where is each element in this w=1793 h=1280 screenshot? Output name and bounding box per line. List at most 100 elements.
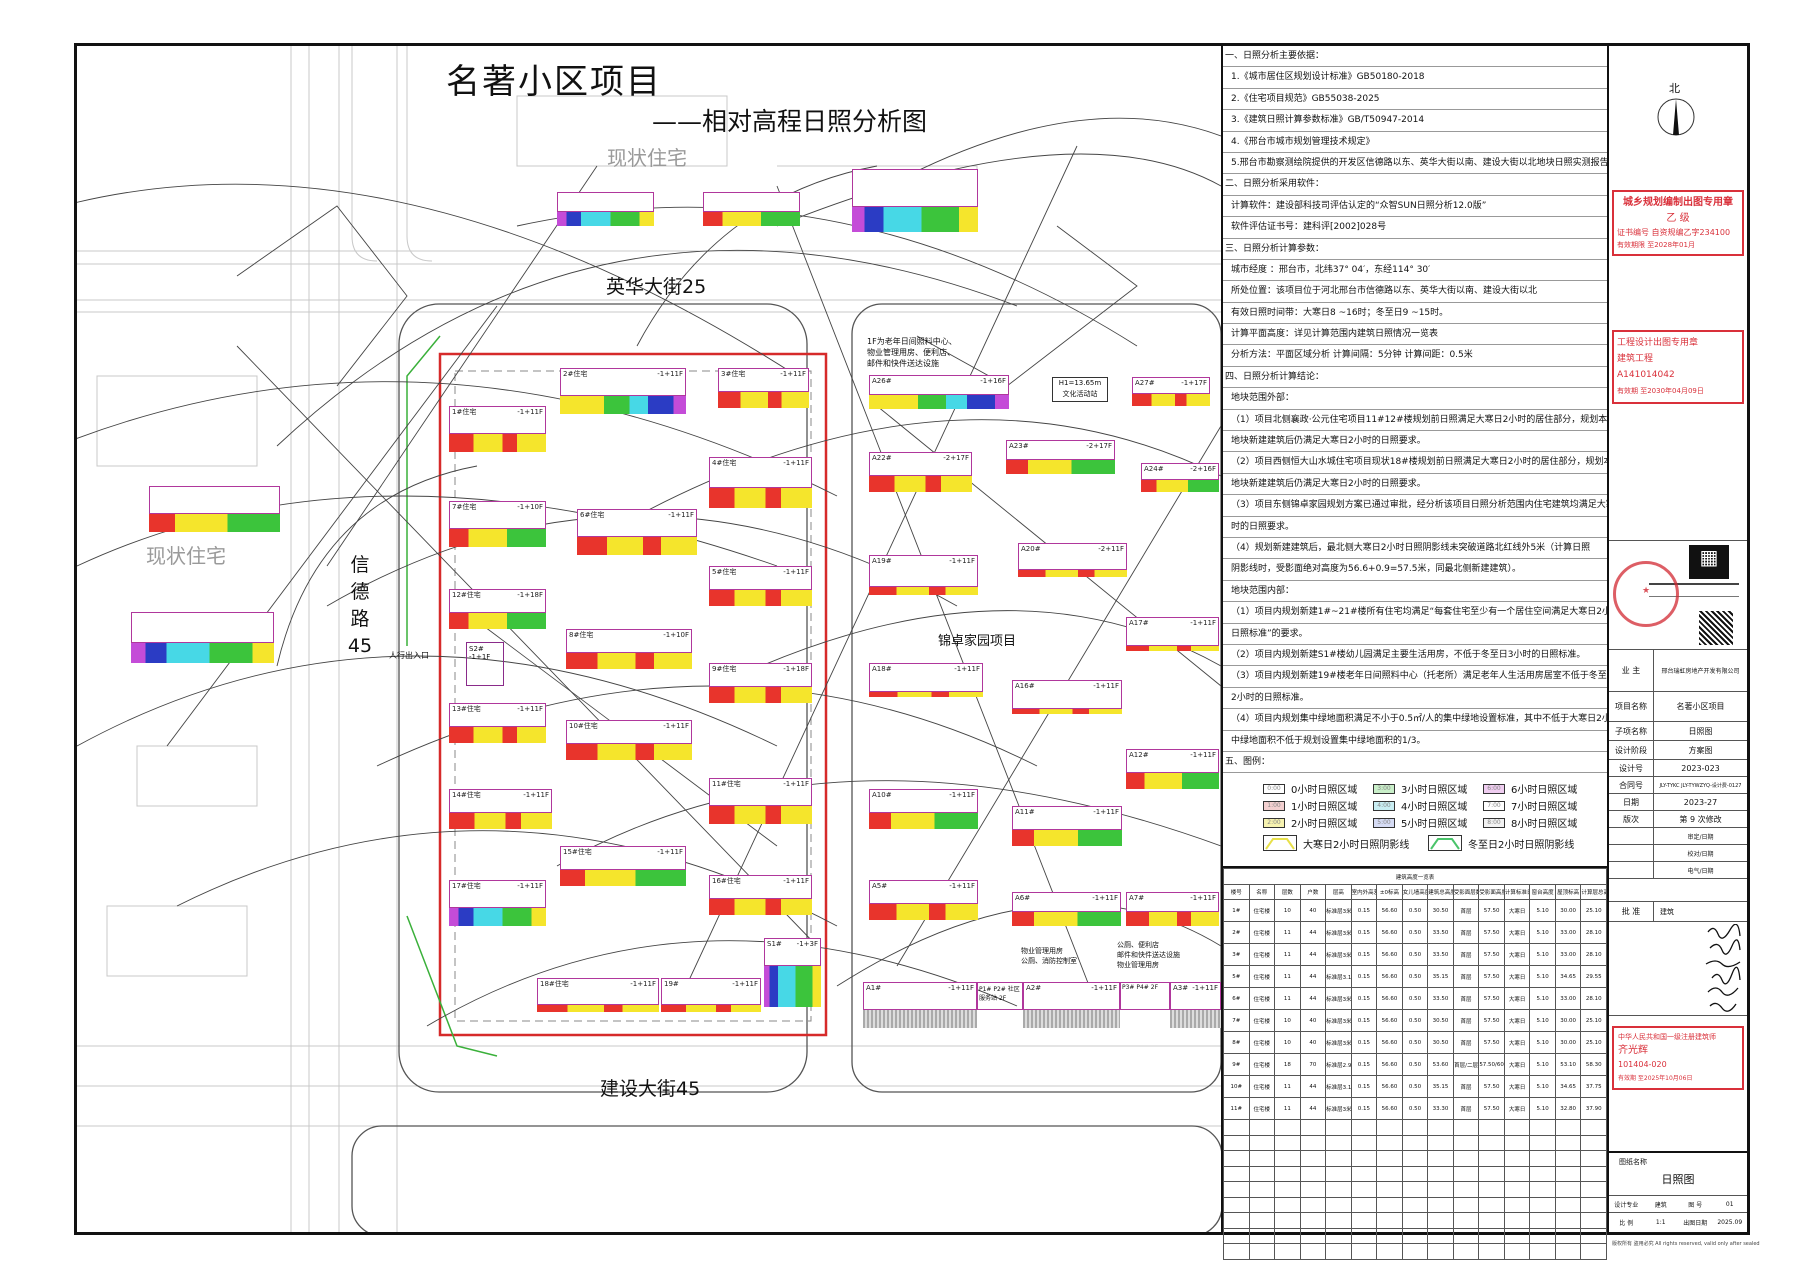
table-cell: 28.10	[1580, 987, 1607, 1011]
table-cell: 住宅楼	[1248, 987, 1276, 1011]
building-block: 2#住宅-1+11F	[560, 368, 686, 414]
notes-line: 计算平面高度：详见计算范围内建筑日照情况一览表	[1223, 324, 1607, 346]
subitem-value: 日照图	[1688, 726, 1713, 736]
table-header-cell: 受影面高度	[1478, 883, 1505, 901]
service-note-1: 物业管理用房公厕、消防控制室	[1021, 946, 1077, 966]
table-cell: 标准层3.15米	[1325, 1075, 1352, 1099]
table-cell: 0.50	[1401, 921, 1429, 945]
road-char: 路	[350, 608, 370, 630]
notes-line: 计算软件：建设部科技司评估认定的“众智SUN日照分析12.0版”	[1223, 196, 1607, 218]
legend-label: 冬至日2小时日照阴影线	[1468, 839, 1575, 851]
table-cell: 0.15	[1350, 899, 1378, 923]
table-cell: 44	[1299, 1097, 1327, 1121]
table-cell: 56.60	[1376, 1075, 1403, 1099]
table-cell: 0.50	[1401, 1075, 1429, 1099]
table-cell: 44	[1299, 921, 1327, 945]
building-block: 4#住宅-1+11F	[709, 457, 812, 508]
table-cell: 住宅楼	[1248, 1009, 1276, 1033]
east-building: A1#-1+11F	[863, 982, 977, 1028]
table-cell: 0.15	[1350, 965, 1378, 989]
notes-line: 中绿地面积不低于规划设置集中绿地面积的1/3。	[1223, 731, 1607, 752]
notes-line: 3.《建筑日照计算参数标准》GB/T50947-2014	[1223, 110, 1607, 132]
table-cell: 30.00	[1554, 899, 1582, 923]
table-cell: 0.15	[1350, 943, 1378, 967]
table-cell: 40	[1299, 899, 1327, 923]
table-row-empty	[1223, 1119, 1607, 1136]
table-cell: 住宅楼	[1248, 921, 1276, 945]
notes-line: 有效日照时间带：大寒日8 ~16时；冬至日9 ~15时。	[1223, 303, 1607, 325]
table-cell: 33.50	[1427, 921, 1454, 945]
notes-line: 软件评估证书号：建科评[2002]028号	[1223, 217, 1607, 239]
table-header-row: 楼号名称层数户数层高室内外高差±0标高女儿墙高度建筑总高度受影面层数受影面高度计…	[1223, 883, 1607, 901]
legend-swatch: 0:00	[1263, 783, 1285, 794]
table-cell: 56.60	[1376, 987, 1403, 1011]
table-cell: 33.00	[1554, 943, 1582, 967]
table-row-empty	[1223, 1243, 1607, 1260]
table-cell: 住宅楼	[1248, 1031, 1276, 1055]
qr-code-icon	[1699, 611, 1733, 645]
building-block: 16#住宅-1+11F	[709, 875, 812, 915]
discipline-value: 建筑	[1654, 1201, 1667, 1209]
building-block: 3#住宅-1+11F	[718, 368, 809, 408]
notes-line: 所处位置：该项目位于河北邢台市信德路以东、英华大街以南、建设大街以北	[1223, 281, 1607, 303]
table-cell: 0.50	[1401, 965, 1429, 989]
signature-area: 批 准建筑	[1609, 901, 1747, 1016]
table-cell: 1#	[1223, 899, 1250, 923]
revision-row: 版次第 9 次修改	[1609, 811, 1747, 828]
table-cell: 53.60	[1427, 1053, 1454, 1077]
existing-building	[703, 192, 800, 226]
table-header-cell: 层数	[1274, 883, 1301, 901]
table-cell: 34.65	[1554, 1075, 1582, 1099]
title-block: 北 ▦ ★ 业 主邢台瑞虹房地产开发有限公司 项目名称名著小区项目 子项名称日照…	[1609, 46, 1747, 1232]
table-cell: 18	[1274, 1053, 1301, 1077]
road-char: 45	[347, 635, 373, 657]
table-cell: 44	[1299, 987, 1327, 1011]
north-arrow-icon	[1657, 98, 1695, 136]
table-cell: 11	[1274, 987, 1301, 1011]
stamp-line: 城乡规划编制出图专用章	[1623, 197, 1733, 208]
table-cell: 标准层3米	[1325, 987, 1352, 1011]
table-cell: 0.15	[1350, 987, 1378, 1011]
table-cell: 32.80	[1554, 1097, 1582, 1121]
kindergarten-s1: S1#-1+3F	[764, 938, 821, 1007]
table-cell: 标准层2.95米	[1325, 1053, 1352, 1077]
design-no-label: 设计号	[1609, 760, 1654, 776]
table-cell: 57.50	[1478, 965, 1505, 989]
table-header-cell: 室内外高差	[1350, 883, 1378, 901]
table-cell: 25.10	[1580, 1031, 1607, 1055]
east-building: A24#-2+16F	[1141, 463, 1219, 492]
table-cell: 57.50	[1478, 987, 1505, 1011]
table-cell: 30.50	[1427, 1031, 1454, 1055]
road-char: 德	[350, 581, 370, 603]
table-cell: 住宅楼	[1248, 1053, 1276, 1077]
building-block: 15#住宅-1+11F	[560, 846, 686, 886]
notes-line: （4）项目内规划集中绿地面积满足不小于0.5㎡/人的集中绿地设置标准，其中不低于…	[1223, 709, 1607, 731]
table-cell: 大寒日	[1503, 899, 1531, 923]
table-cell: 40	[1299, 1009, 1327, 1033]
table-cell: 30.50	[1427, 899, 1454, 923]
building-block: 17#住宅-1+11F	[449, 880, 546, 926]
table-row: 5#住宅楼1144标准层3.15米0.1556.600.5035.15首层57.…	[1223, 965, 1607, 989]
stamp-line: 有效期 至2030年04月09日	[1617, 387, 1704, 395]
road-label-yinghua: 英华大街25	[606, 276, 707, 298]
table-cell: 25.10	[1580, 1009, 1607, 1033]
issue-date-label: 出图日期	[1683, 1219, 1708, 1227]
table-cell: 34.65	[1554, 965, 1582, 989]
table-cell: 0.50	[1401, 987, 1429, 1011]
building-height-table: 建筑高度一览表 楼号名称层数户数层高室内外高差±0标高女儿墙高度建筑总高度受影面…	[1223, 868, 1607, 1260]
approve-value: 建筑	[1660, 907, 1674, 916]
notes-line: （1）项目北侧襄政·公元住宅项目11#12#楼规划前日照满足大寒日2小时的居住部…	[1223, 410, 1607, 432]
east-building: A3#-1+11F	[1170, 982, 1221, 1028]
table-cell: 首层	[1452, 1031, 1480, 1055]
legend-label: 7小时日照区域	[1511, 802, 1578, 814]
table-cell: 35.15	[1427, 1075, 1454, 1099]
legend-swatch: 1:00	[1263, 800, 1285, 811]
table-row: 9#住宅楼1870标准层2.95米0.1556.600.5053.60首层/二层…	[1223, 1053, 1607, 1077]
